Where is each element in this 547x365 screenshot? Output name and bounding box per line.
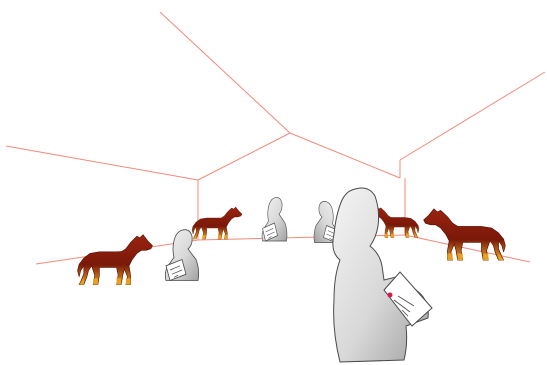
ceiling-back-left (198, 133, 290, 180)
ceiling-edge-top (160, 12, 290, 133)
highlight-dot (388, 293, 393, 298)
ceiling-edge-right (400, 72, 545, 160)
viewer-figure-icon (262, 197, 287, 241)
horse-icon (78, 235, 153, 285)
horse-icon (192, 207, 242, 239)
ceiling-back-right (290, 133, 400, 178)
ceiling-edge-left (6, 146, 198, 180)
horse-icon (424, 209, 506, 260)
viewer-figure-icon (165, 230, 198, 281)
